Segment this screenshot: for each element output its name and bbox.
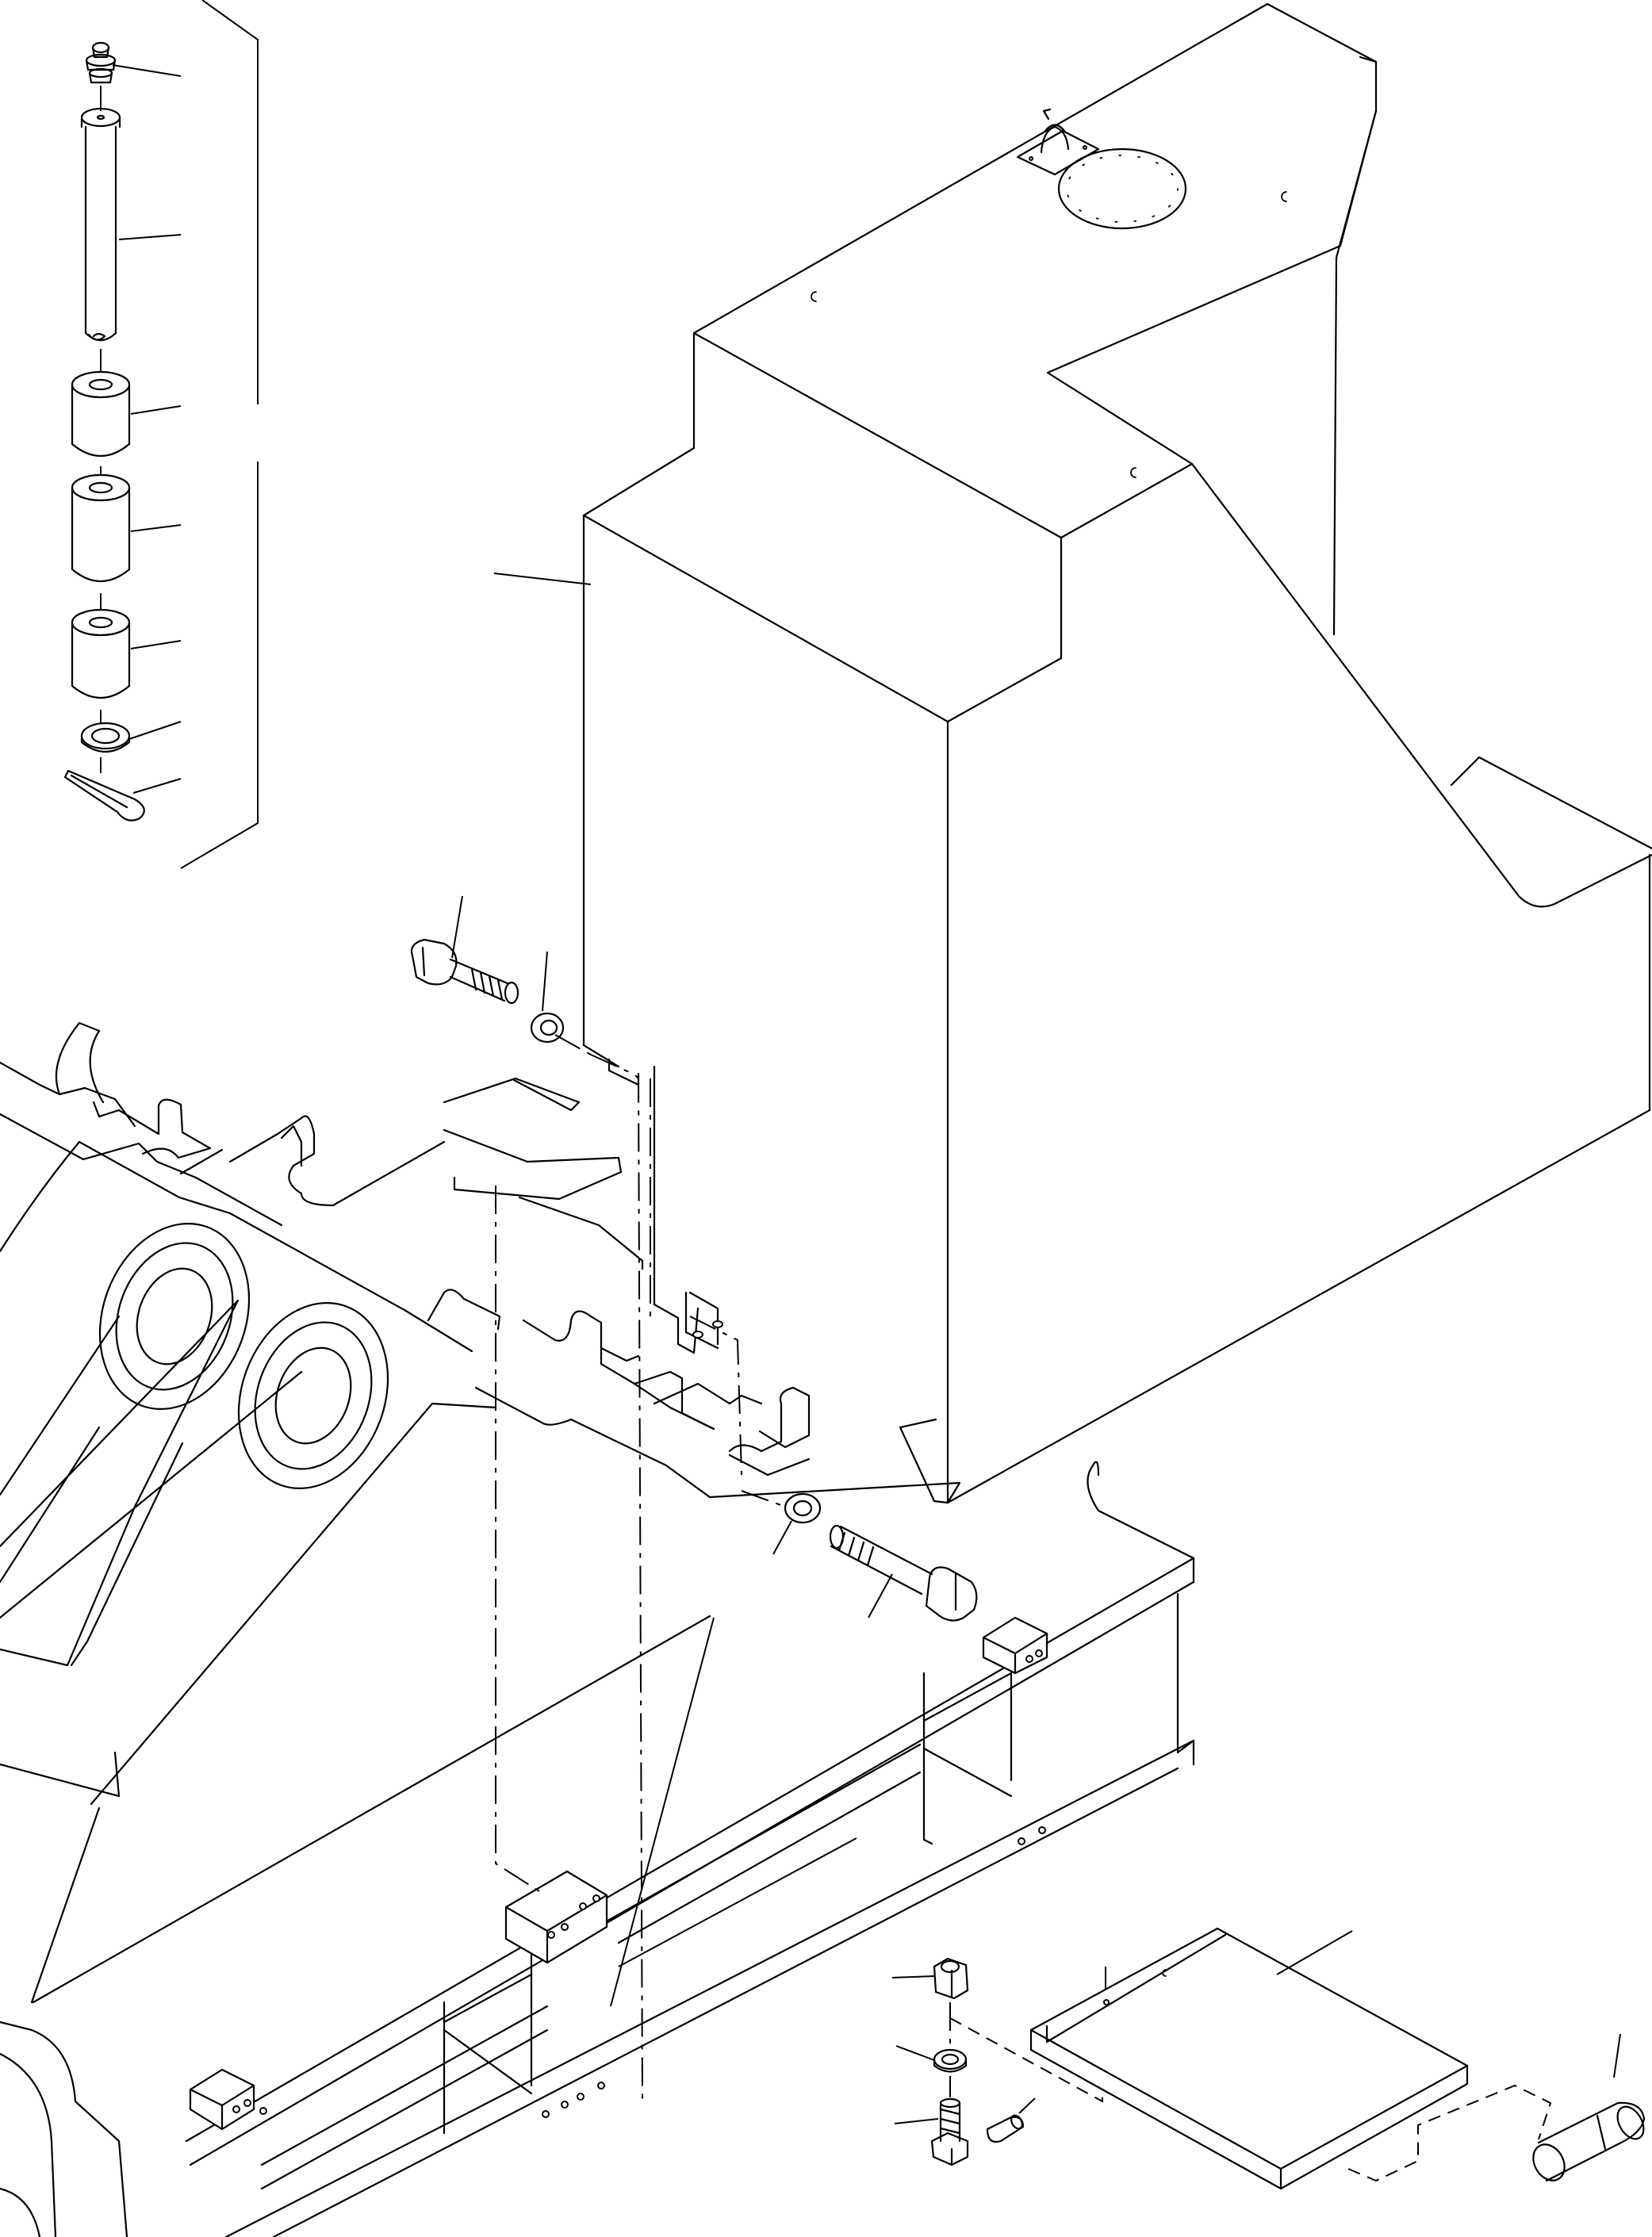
- revolving-frame: [0, 1021, 1195, 2237]
- lower-washer: [772, 1492, 822, 1555]
- washer: [80, 722, 131, 753]
- lower-bushing: [71, 608, 131, 699]
- pin-bushing-stack: [63, 0, 259, 869]
- small-washer: [895, 2045, 968, 2073]
- upper-bushing: [71, 370, 131, 458]
- pin: [80, 107, 121, 342]
- lower-bolt: [829, 1524, 978, 1622]
- upper-washer: [530, 951, 565, 1044]
- middle-bushing: [71, 473, 131, 583]
- right-pulley: [237, 1302, 389, 1489]
- sleeve: [1532, 2033, 1646, 2182]
- dowel-pin: [986, 2097, 1036, 2143]
- inspection-cover: [1057, 147, 1187, 230]
- small-bolt: [894, 2097, 969, 2166]
- cover-plate: [1029, 1927, 1469, 2190]
- upper-bolt: [410, 895, 519, 1005]
- fuel-tank: [493, 2, 1652, 1504]
- cover-plate-assembly: [891, 1927, 1646, 2190]
- left-pulley: [98, 1223, 251, 1410]
- nut: [891, 1957, 969, 2000]
- grease-fitting: [85, 41, 117, 84]
- cotter-pin: [63, 769, 145, 822]
- filler-cap: [1016, 108, 1100, 176]
